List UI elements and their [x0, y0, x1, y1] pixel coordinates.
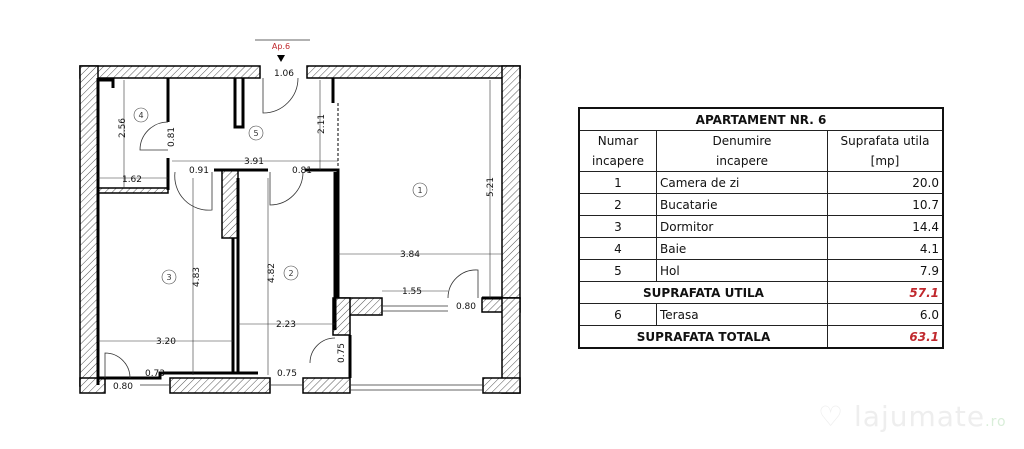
room-nr: 5	[578, 259, 657, 282]
watermark-logo: ♡ lajumate.ro	[818, 400, 1007, 433]
room-name: Camera de zi	[656, 171, 828, 194]
room-markers	[133, 107, 428, 285]
room-nr: 4	[578, 237, 657, 260]
dim-dormitor-width: 3.20	[156, 337, 176, 347]
room-number-4: 4	[138, 111, 143, 120]
watermark-suffix: .ro	[985, 414, 1007, 430]
room-number-5: 5	[253, 129, 258, 138]
header-name: Denumire	[712, 134, 772, 148]
header-name-2: incapere	[716, 154, 768, 168]
table-title: APARTAMENT NR. 6	[578, 107, 944, 131]
dim-hol-depth: 2.11	[317, 114, 327, 134]
room-area: 20.0	[827, 171, 944, 194]
dim-window-terasa: 1.55	[402, 287, 422, 297]
area-table: APARTAMENT NR. 6 Numar incapere Denumire i…	[578, 107, 944, 349]
dim-hol-width: 3.91	[244, 157, 264, 167]
dim-dormitor-balcony-door: 0.80	[113, 382, 133, 392]
room-number-1: 1	[417, 186, 422, 195]
dim-dormitor-height: 4.83	[192, 267, 202, 287]
header-area: Suprafata utila	[840, 134, 930, 148]
exterior-walls	[79, 65, 521, 394]
room-name: Bucatarie	[656, 193, 828, 216]
dim-bucatarie-window: 0.75	[277, 369, 297, 379]
room-nr: 2	[578, 193, 657, 216]
total-value: 63.1	[827, 325, 944, 349]
room-number-3: 3	[166, 273, 171, 282]
svg-text:Ap.6: Ap.6	[272, 42, 290, 51]
room-name: Baie	[656, 237, 828, 260]
dim-baie-door: 0.81	[167, 127, 177, 147]
dim-entrance: 1.06	[274, 69, 294, 79]
dim-camera-height: 5.21	[486, 177, 496, 197]
room-area: 10.7	[827, 193, 944, 216]
room-area: 7.9	[827, 259, 944, 282]
room-number-2: 2	[288, 269, 293, 278]
floor-plan: Ap.6	[79, 39, 521, 394]
room-area: 6.0	[827, 303, 944, 326]
dimension-lines	[98, 80, 502, 375]
room-nr: 1	[578, 171, 657, 194]
room-name: Dormitor	[656, 215, 828, 238]
dim-bucatarie-door: 0.81	[292, 166, 312, 176]
dim-bucatarie-width: 2.23	[276, 320, 296, 330]
dim-baie-height: 2.56	[118, 118, 128, 138]
dim-bucatarie-height: 4.82	[267, 263, 277, 283]
interior-walls	[96, 78, 502, 385]
watermark-text: lajumate	[854, 400, 986, 433]
dim-dormitor-window: 0.73	[145, 369, 165, 379]
room-area: 14.4	[827, 215, 944, 238]
watermark-heart-icon: ♡	[818, 400, 845, 433]
dim-bucatarie-terasa-door: 0.75	[337, 343, 347, 363]
dim-camera-width: 3.84	[400, 250, 420, 260]
room-area: 4.1	[827, 237, 944, 260]
subtotal-value: 57.1	[827, 281, 944, 304]
dim-dormitor-door: 0.91	[189, 166, 209, 176]
room-nr: 3	[578, 215, 657, 238]
header-area-2: [mp]	[870, 154, 900, 168]
header-nr-2: incapere	[592, 154, 644, 168]
room-nr: 6	[578, 303, 657, 326]
header-nr: Numar	[597, 134, 639, 148]
room-name: Terasa	[656, 303, 828, 326]
table-header: Numar incapere Denumire incapere Suprafata…	[578, 130, 944, 172]
room-name: Hol	[656, 259, 828, 282]
dim-door-terasa: 0.80	[456, 302, 476, 312]
dim-baie-width: 1.62	[122, 175, 142, 185]
doors-windows	[104, 77, 483, 391]
total-label: SUPRAFATA TOTALA	[578, 325, 828, 349]
subtotal-label: SUPRAFATA UTILA	[578, 281, 828, 304]
apartment-marker: Ap.6	[255, 39, 310, 62]
